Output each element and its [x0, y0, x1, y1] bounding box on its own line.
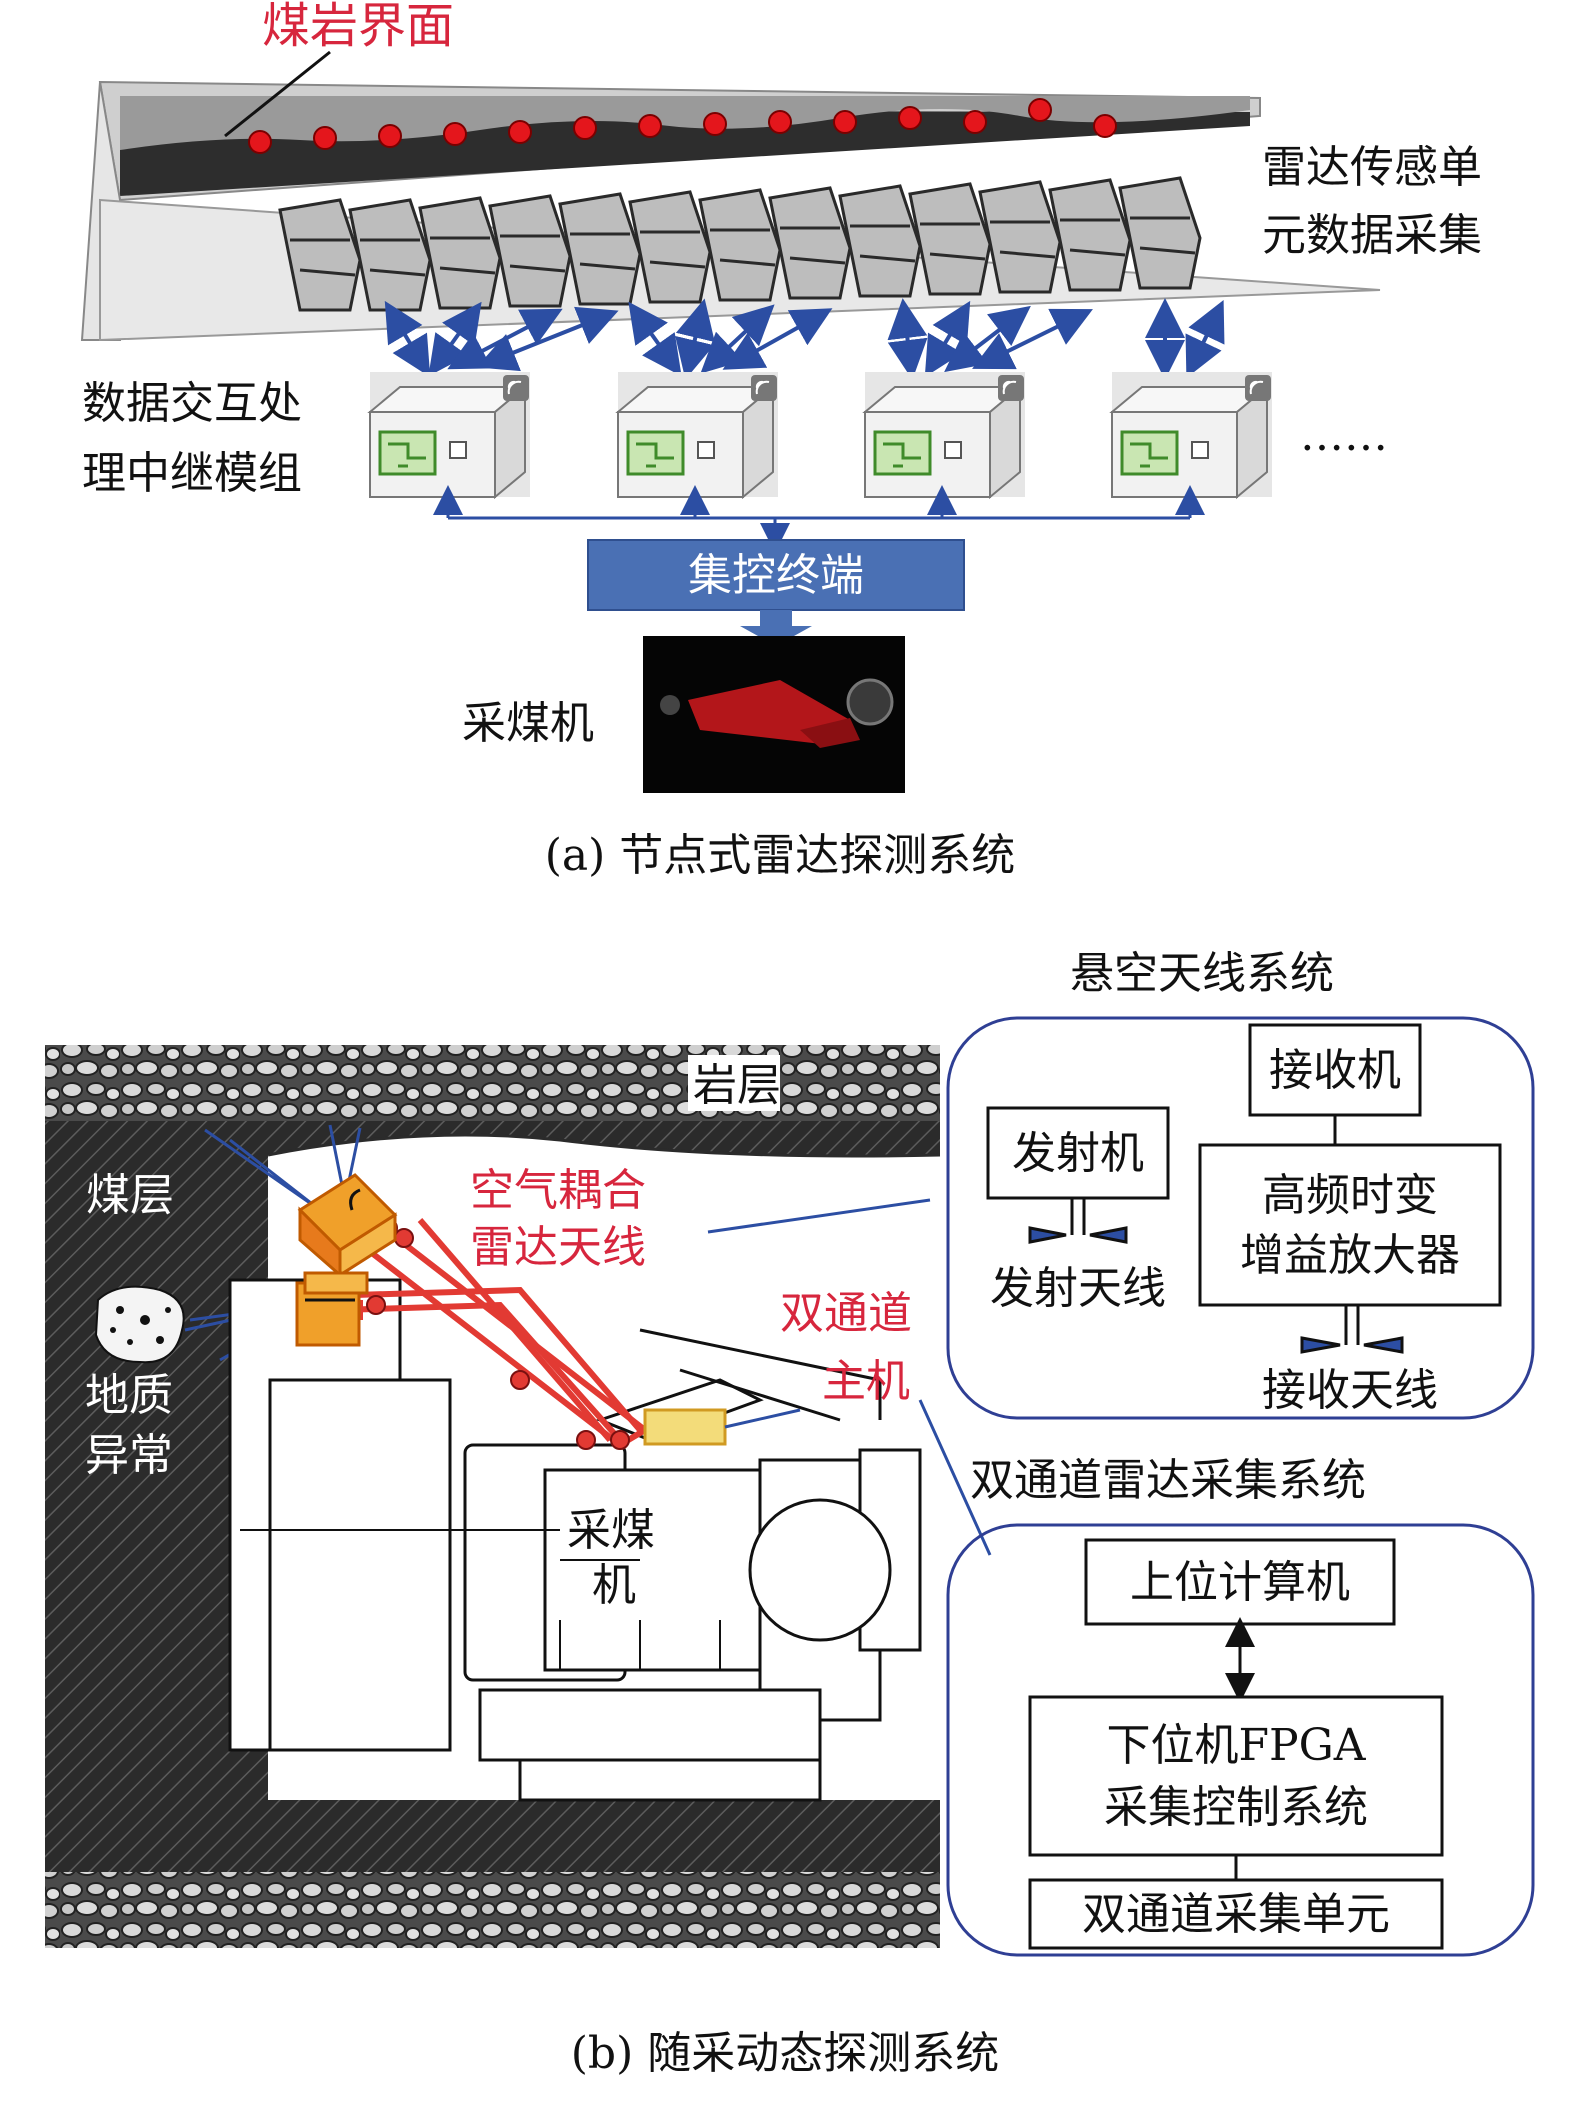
- relay-label-line1: 数据交互处: [82, 378, 302, 429]
- geo-anomaly-label-line1: 地质: [85, 1370, 173, 1421]
- central-terminal-label: 集控终端: [688, 550, 864, 601]
- rock-layer-top: [45, 1045, 940, 1121]
- suspended-antenna-frame: [946, 1016, 1535, 1420]
- shearer-drawing: [228, 1278, 922, 1802]
- ellipsis-label: ……: [1300, 410, 1388, 461]
- dual-channel-host-label-line1: 双通道: [780, 1288, 912, 1339]
- interface-dot: [898, 106, 922, 130]
- amplifier-box: [1198, 1143, 1502, 1307]
- interface-dot: [1093, 114, 1117, 138]
- interface-dot: [963, 110, 987, 134]
- radar-unit-label-line2: 元数据采集: [1262, 210, 1482, 261]
- radar-unit-label-line1: 雷达传感单: [1262, 142, 1482, 193]
- rock-layer-bottom: [45, 1872, 940, 1948]
- host-computer-box: [1084, 1538, 1396, 1626]
- relay-modules: [367, 372, 1272, 500]
- coal-layer-label: 煤层: [86, 1170, 174, 1221]
- leader-lines: [707, 1198, 992, 1556]
- relay-module: [862, 372, 1025, 500]
- interface-dot: [833, 110, 857, 134]
- air-coupled-antenna-label-line2: 雷达天线: [470, 1222, 646, 1273]
- dual-channel-host-label-line2: 主机: [822, 1356, 910, 1407]
- dual-channel-host-box: [643, 1408, 727, 1446]
- interface-dot: [638, 114, 662, 138]
- shearer-label: 采煤机: [462, 698, 594, 749]
- antenna-joint: [510, 1370, 530, 1390]
- shearer-image: [643, 636, 905, 793]
- suspended-antenna-system: 接收机 发射机 高频时变 增益放大器 发射天线 接收天线: [946, 1016, 1535, 1420]
- rx-antenna-icon: [1300, 1305, 1404, 1354]
- antenna-joint: [394, 1228, 414, 1248]
- relay-bus: [433, 485, 1205, 553]
- interface-dot: [443, 122, 467, 146]
- fpga-label-line2: 采集控制系统: [1104, 1782, 1368, 1833]
- air-coupled-antenna-lower: [295, 1271, 369, 1347]
- shearer-label-line2: 机: [592, 1560, 636, 1611]
- interface-dot: [313, 126, 337, 150]
- interface-dot: [508, 120, 532, 144]
- panel-b: 悬空天线系统 岩层 煤层 地质 异常: [45, 948, 1535, 2079]
- antenna-joint: [576, 1430, 596, 1450]
- dual-channel-frame: [946, 1523, 1535, 1957]
- antenna-joint: [610, 1430, 630, 1450]
- antenna-joint: [366, 1295, 386, 1315]
- interface-dot: [1028, 98, 1052, 122]
- interface-dot: [248, 130, 272, 154]
- support-relay-arrows: [384, 298, 1225, 380]
- rock-layer-label-bg: [688, 1055, 780, 1111]
- suspended-antenna-system-title: 悬空天线系统: [1070, 948, 1334, 999]
- interface-dot: [768, 110, 792, 134]
- dual-channel-system: 上位计算机 下位机FPGA 采集控制系统 双通道采集单元: [946, 1523, 1535, 1957]
- tx-antenna-icon: [1028, 1198, 1128, 1244]
- amplifier-label-line1: 高频时变: [1262, 1170, 1438, 1221]
- fpga-label-line1: 下位机FPGA: [1106, 1720, 1366, 1771]
- relay-label-line2: 理中继模组: [82, 448, 302, 499]
- panel-a: 煤岩界面 雷达传感单 元数据采集: [80, 0, 1482, 881]
- relay-module: [367, 372, 530, 500]
- geo-anomaly-label-line2: 异常: [85, 1430, 173, 1481]
- geo-anomaly-blob: [94, 1285, 185, 1364]
- interface-dots: [248, 98, 1117, 154]
- hydraulic-supports: [278, 176, 1202, 312]
- interface-dot: [703, 112, 727, 136]
- receiver-label: 接收机: [1269, 1045, 1401, 1096]
- amplifier-label-line2: 增益放大器: [1240, 1230, 1460, 1281]
- tx-antenna-label: 发射天线: [990, 1263, 1166, 1314]
- transmitter-box: [986, 1106, 1170, 1200]
- air-coupled-antenna-label-line1: 空气耦合: [470, 1165, 646, 1216]
- coal-rock-interface-label: 煤岩界面: [262, 0, 454, 54]
- relay-module: [615, 372, 778, 500]
- relay-module: [1109, 372, 1272, 500]
- caption-b: (b) 随采动态探测系统: [571, 2028, 999, 2079]
- caption-a: (a) 节点式雷达探测系统: [545, 830, 1016, 881]
- receiver-box: [1248, 1023, 1422, 1117]
- dual-channel-unit-box: [1028, 1878, 1444, 1950]
- dual-channel-system-title: 双通道雷达采集系统: [970, 1455, 1366, 1506]
- interface-leader-line: [224, 50, 331, 138]
- rx-antenna-label: 接收天线: [1262, 1365, 1438, 1416]
- host-computer-label: 上位计算机: [1130, 1557, 1350, 1608]
- rock-layer-label: 岩层: [693, 1060, 781, 1111]
- interface-dot: [573, 116, 597, 140]
- air-coupled-antenna-upper: [297, 1173, 398, 1279]
- interface-dot: [378, 124, 402, 148]
- dual-channel-unit-label: 双通道采集单元: [1082, 1889, 1390, 1940]
- fpga-box: [1028, 1695, 1444, 1857]
- transmitter-label: 发射机: [1012, 1128, 1144, 1179]
- shearer-label-line1: 采煤: [567, 1505, 655, 1556]
